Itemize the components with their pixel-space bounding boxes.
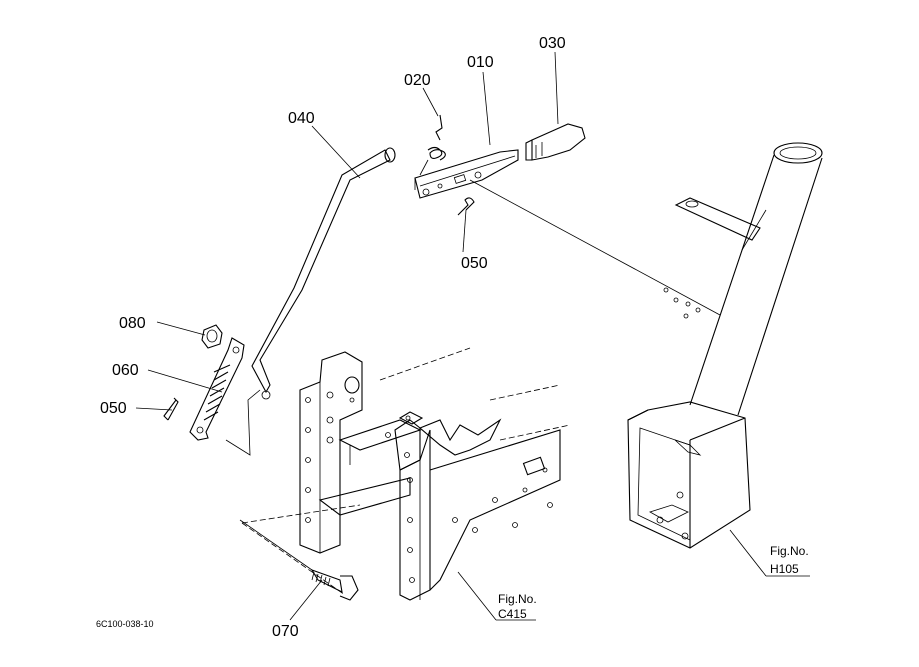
pin-050-left bbox=[163, 397, 179, 421]
spring-020 bbox=[419, 114, 446, 176]
bolt-070 bbox=[239, 519, 359, 601]
lever-010 bbox=[414, 149, 519, 199]
callout-010: 010 bbox=[467, 54, 494, 71]
nut-080 bbox=[201, 324, 223, 349]
alignment-line bbox=[469, 179, 721, 316]
pin-050-top bbox=[457, 197, 475, 216]
grip-030 bbox=[525, 123, 586, 161]
fig-ref-c415-prefix: Fig.No. bbox=[498, 592, 537, 606]
fig-ref-h105-prefix: Fig.No. bbox=[770, 544, 809, 558]
column-pins bbox=[663, 287, 701, 319]
callout-050-top: 050 bbox=[461, 255, 488, 272]
callout-070: 070 bbox=[272, 623, 299, 640]
frame-bracket bbox=[241, 347, 571, 601]
callout-050-left: 050 bbox=[100, 400, 127, 417]
steering-column bbox=[627, 142, 823, 549]
fig-ref-h105-code: H105 bbox=[770, 562, 799, 576]
leader-lines bbox=[135, 51, 810, 621]
callout-020: 020 bbox=[404, 72, 431, 89]
plate-060 bbox=[189, 337, 261, 456]
fig-ref-c415-code: C415 bbox=[498, 607, 527, 621]
drawing-code: 6C100-038-10 bbox=[96, 619, 154, 629]
rod-040 bbox=[251, 147, 396, 400]
callout-080: 080 bbox=[119, 315, 146, 332]
callout-060: 060 bbox=[112, 362, 139, 379]
callout-030: 030 bbox=[539, 35, 566, 52]
callout-040: 040 bbox=[288, 110, 315, 127]
